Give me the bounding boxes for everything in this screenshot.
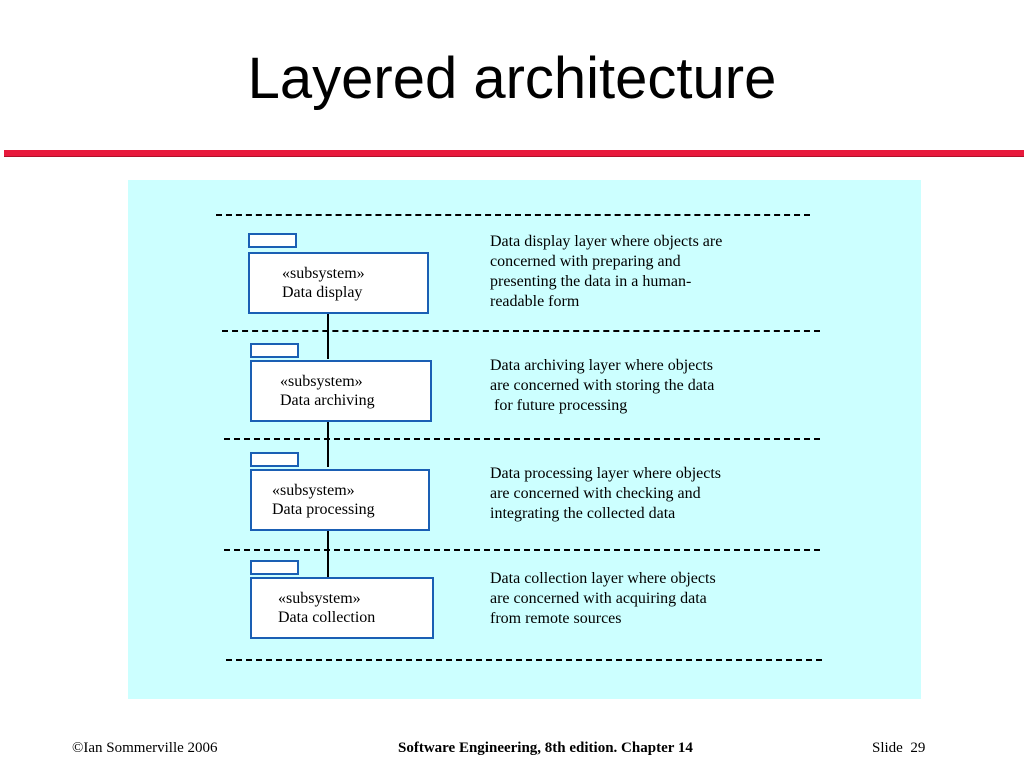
subsystem-name: Data archiving xyxy=(280,392,375,409)
description-line: are concerned with acquiring data xyxy=(490,590,707,607)
subsystem-tab xyxy=(250,452,299,467)
description-line: Data display layer where objects are xyxy=(490,233,723,250)
layer-separator xyxy=(216,214,810,216)
slide-number: 29 xyxy=(910,740,926,756)
footer-book-title: Software Engineering, 8th edition. Chapt… xyxy=(398,740,693,756)
subsystem-data-display: «subsystem» Data display xyxy=(248,252,429,314)
slide-title: Layered architecture xyxy=(247,46,777,111)
description-line: are concerned with checking and xyxy=(490,485,701,502)
subsystem-data-archiving: «subsystem» Data archiving xyxy=(250,360,432,422)
layered-architecture-diagram: «subsystem» Data display Data display la… xyxy=(128,180,921,699)
layer-description: Data display layer where objects are con… xyxy=(490,232,790,312)
subsystem-data-processing: «subsystem» Data processing xyxy=(250,469,430,531)
title-rule xyxy=(4,150,1024,156)
description-line: readable form xyxy=(490,293,580,310)
description-line: are concerned with storing the data xyxy=(490,377,715,394)
layer-description: Data collection layer where objects are … xyxy=(490,569,790,629)
subsystem-stereotype: «subsystem» xyxy=(278,590,361,607)
subsystem-tab xyxy=(250,343,299,358)
subsystem-stereotype: «subsystem» xyxy=(272,482,355,499)
description-line: concerned with preparing and xyxy=(490,253,681,270)
description-line: Data processing layer where objects xyxy=(490,465,722,482)
description-line: presenting the data in a human- xyxy=(490,273,692,290)
dependency-line xyxy=(327,530,329,577)
subsystem-stereotype: «subsystem» xyxy=(280,373,363,390)
layer-separator xyxy=(222,330,820,332)
description-line: from remote sources xyxy=(490,610,622,627)
subsystem-tab xyxy=(248,233,297,248)
subsystem-name: Data processing xyxy=(272,501,375,518)
subsystem-name: Data display xyxy=(282,284,363,301)
footer-copyright: ©Ian Sommerville 2006 xyxy=(72,740,218,756)
subsystem-name: Data collection xyxy=(278,609,376,626)
layer-separator xyxy=(226,659,822,661)
description-line: integrating the collected data xyxy=(490,505,676,522)
layer-separator xyxy=(224,438,820,440)
layer-description: Data processing layer where objects are … xyxy=(490,464,790,524)
description-line: Data archiving layer where objects xyxy=(490,357,714,374)
subsystem-tab xyxy=(250,560,299,575)
description-line: for future processing xyxy=(494,397,628,414)
layer-separator xyxy=(224,549,820,551)
subsystem-data-collection: «subsystem» Data collection xyxy=(250,577,434,639)
slide-label: Slide xyxy=(872,740,903,756)
dependency-line xyxy=(327,421,329,467)
subsystem-stereotype: «subsystem» xyxy=(282,265,365,282)
description-line: Data collection layer where objects xyxy=(490,570,716,587)
dependency-line xyxy=(327,313,329,359)
title-rule-shadow xyxy=(4,156,1024,157)
footer-slide-number: Slide 29 xyxy=(872,740,925,757)
layer-description: Data archiving layer where objects are c… xyxy=(490,356,790,416)
